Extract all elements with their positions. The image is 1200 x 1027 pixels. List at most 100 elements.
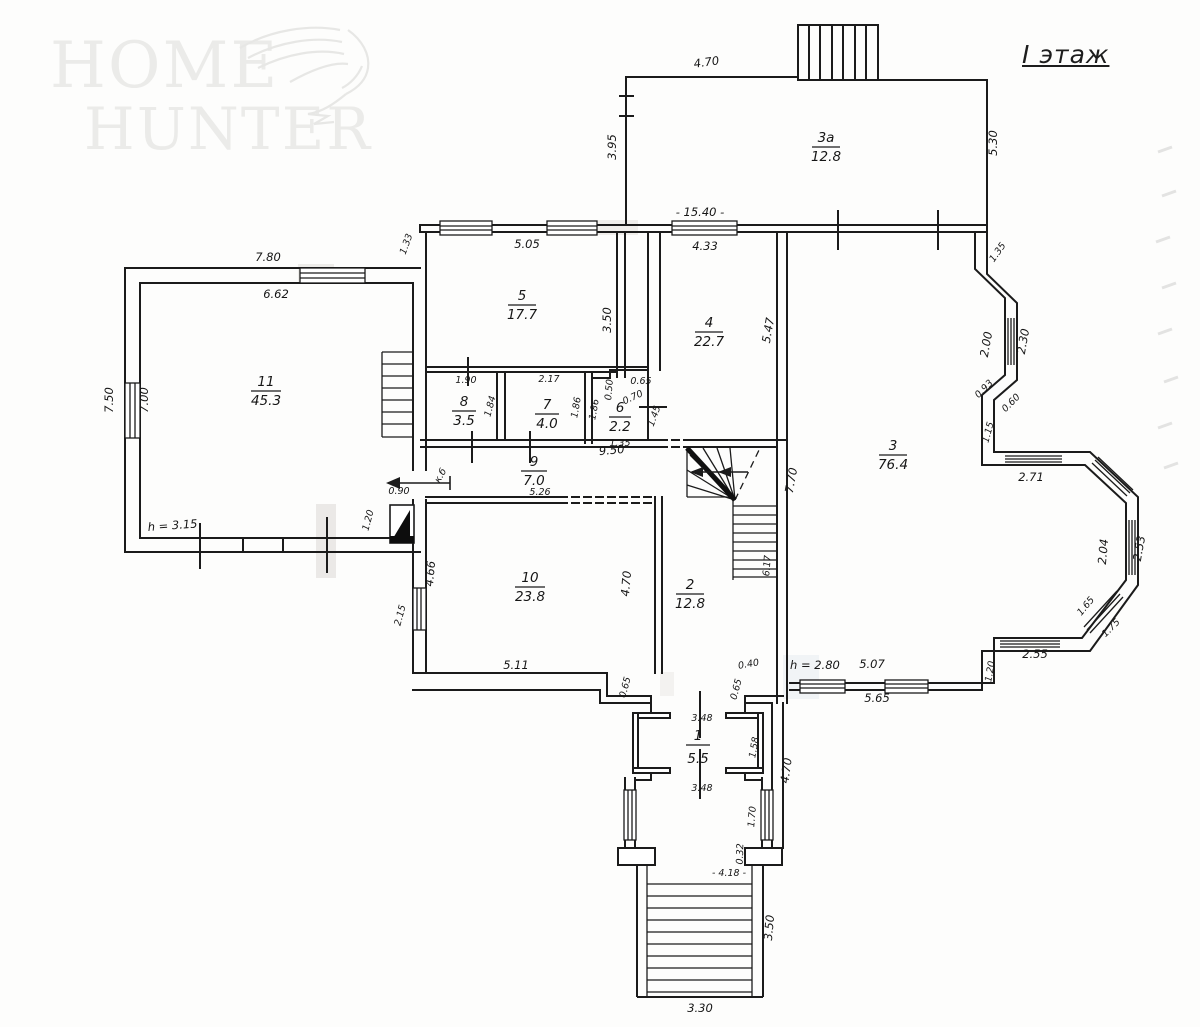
svg-text:7.0: 7.0 <box>523 473 544 489</box>
svg-text:3.5: 3.5 <box>453 413 474 429</box>
svg-text:9: 9 <box>530 454 539 470</box>
watermark-home: HOME <box>50 29 280 103</box>
room11-staircase <box>381 351 413 438</box>
dim-r1-bottom: 3.48 <box>691 783 712 794</box>
dim-r6-left: 1.86 <box>587 398 602 421</box>
dim-r11-left-in: 7.00 <box>137 387 151 413</box>
svg-text:11: 11 <box>257 374 274 390</box>
svg-text:3: 3 <box>889 438 898 454</box>
dim-bay-3: 0.60 <box>1000 392 1023 415</box>
dim-r1-right: 1.58 <box>747 736 762 759</box>
dim-r11-b-right: 1.20 <box>361 509 377 532</box>
svg-text:5: 5 <box>518 288 527 304</box>
room-label-2: 2 12.8 <box>675 577 705 612</box>
dim-r10-left-out: 2.15 <box>393 604 409 627</box>
eagle-icon <box>239 26 370 126</box>
dim-r5-right: 3.50 <box>600 307 614 333</box>
entrance-staircase <box>636 865 764 998</box>
dim-terrace-left: 3.95 <box>605 134 619 160</box>
dim-r2-jog-left: 0.65 <box>618 676 634 699</box>
dim-vest-jog: 0.32 <box>735 843 747 865</box>
svg-text:12.8: 12.8 <box>675 596 705 612</box>
svg-text:1: 1 <box>694 728 703 744</box>
svg-text:23.8: 23.8 <box>515 589 545 605</box>
svg-text:3а: 3а <box>818 130 835 146</box>
svg-text:4.0: 4.0 <box>536 416 557 432</box>
room11-walls <box>124 231 427 674</box>
note-r11-height: h = 3.15 <box>147 517 198 534</box>
dim-r10-bottom: 5.11 <box>503 658 529 672</box>
dim-r7-right: 1.86 <box>569 396 584 419</box>
svg-text:2.2: 2.2 <box>609 419 630 435</box>
room-label-8: 8 3.5 <box>452 394 476 429</box>
dim-bay-4: 1.15 <box>981 421 997 444</box>
svg-text:2: 2 <box>686 577 695 593</box>
room-label-9: 9 7.0 <box>521 454 547 489</box>
dim-r1-top: 3.48 <box>691 713 712 724</box>
dim-bay-w1-in: 2.00 <box>977 330 995 358</box>
slope-marker <box>389 504 415 544</box>
note-r3-height: h = 2.80 <box>790 658 840 672</box>
room11-windows <box>124 267 427 631</box>
bay-window-walls <box>974 231 1139 691</box>
dim-bay-w1-out: 2.30 <box>1014 327 1032 355</box>
room-label-10: 10 23.8 <box>515 570 545 605</box>
room-label-1: 1 5.5 <box>686 728 710 767</box>
dim-block-left: 1.33 <box>398 232 416 256</box>
dim-bay-top: 2.71 <box>1018 470 1044 484</box>
dim-ext-right: 4.70 <box>777 757 794 784</box>
svg-text:10: 10 <box>521 570 538 586</box>
room-label-4: 4 22.7 <box>694 315 724 350</box>
dim-r5-top: 5.05 <box>514 237 540 251</box>
room-label-7: 7 4.0 <box>535 397 559 432</box>
dim-bay-1: 1.35 <box>987 241 1008 265</box>
dim-r4-top: 4.33 <box>692 239 718 253</box>
dim-r3-bottom-out: 5.65 <box>864 691 890 705</box>
svg-text:17.7: 17.7 <box>507 307 537 323</box>
dim-r6-step: 0.50 <box>603 379 616 401</box>
dim-r11-top-out: 7.80 <box>255 250 281 264</box>
dim-bay-d-out: 1.75 <box>1100 617 1123 640</box>
room-labels: 3а 12.8 11 45.3 5 17.7 4 22.7 8 <box>251 130 908 767</box>
dim-r2-jog-right: 0.65 <box>729 678 745 701</box>
dim-bay-d-in: 1.65 <box>1075 595 1097 618</box>
dim-r2-wall: 7.70 <box>782 466 800 494</box>
dim-r10-right: 4.70 <box>618 570 634 597</box>
room-label-3: 3 76.4 <box>878 438 908 473</box>
terrace-walls <box>619 24 988 226</box>
dim-bay-bottom: 2.55 <box>1022 647 1048 661</box>
hall-staircase <box>685 446 777 580</box>
dim-r7-top: 2.17 <box>538 374 559 385</box>
dim-r2-stair: 6.17 <box>761 555 774 577</box>
svg-text:7: 7 <box>543 397 552 413</box>
dim-bay-w2-in: 2.04 <box>1095 538 1111 565</box>
dim-vest-width: - 4.18 - <box>712 868 747 879</box>
dim-terrace-right: 5.30 <box>986 130 1000 156</box>
room-label-3a: 3а 12.8 <box>811 130 841 165</box>
lower-centre-walls <box>412 672 784 866</box>
dim-r10-left-in: 4.66 <box>422 560 438 587</box>
door-arrow-room11 <box>386 476 451 490</box>
dim-r11-left-out: 7.50 <box>102 387 116 413</box>
bay-windows <box>1000 318 1136 648</box>
room-label-11: 11 45.3 <box>251 374 281 409</box>
dim-r6-top: 0.65 <box>630 376 651 387</box>
dim-bay-2: 0.93 <box>973 378 996 401</box>
dim-r6-door: 0.70 <box>621 388 645 407</box>
svg-text:8: 8 <box>460 394 469 410</box>
note-door: к.б <box>432 467 449 485</box>
top-wall-windows <box>439 220 738 236</box>
scan-artifacts <box>298 145 1179 699</box>
dim-r8-top: 1.90 <box>455 375 476 386</box>
dim-r8-right: 1.84 <box>483 395 499 418</box>
dim-r3-bottom-in: 5.07 <box>859 657 885 671</box>
dim-r9-length: 9.50 <box>598 442 625 458</box>
dim-r11-door: 0.90 <box>388 486 409 497</box>
room3-bottom-windows <box>799 679 929 694</box>
dim-bay-left: 1.20 <box>983 660 998 683</box>
svg-text:5.5: 5.5 <box>687 751 708 767</box>
svg-text:4: 4 <box>705 315 714 331</box>
room-label-5: 5 17.7 <box>507 288 537 323</box>
svg-text:45.3: 45.3 <box>251 393 281 409</box>
